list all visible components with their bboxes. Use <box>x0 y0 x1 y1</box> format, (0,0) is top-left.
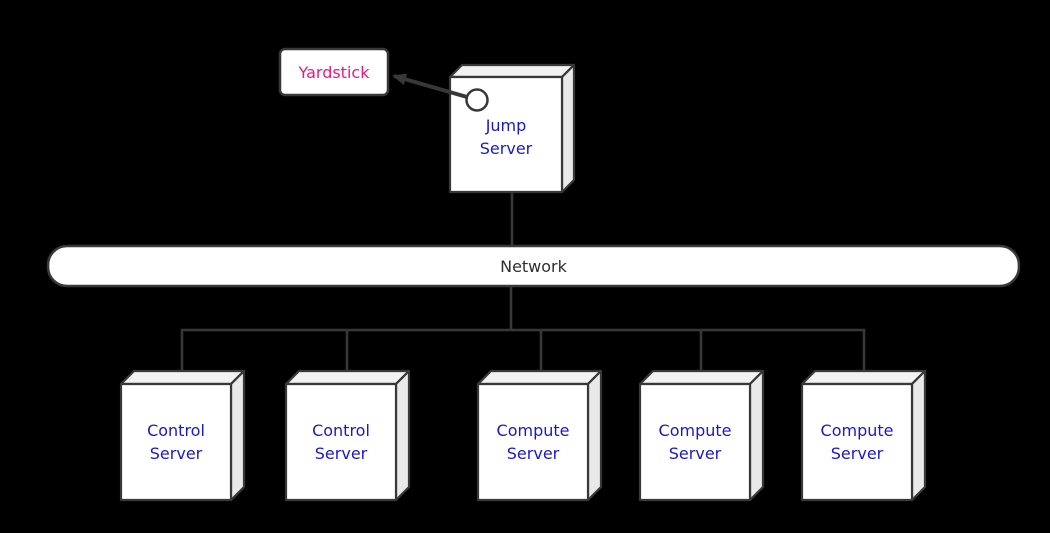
connector-bus-to-servers <box>180 328 866 375</box>
jump-server-cube <box>448 63 576 194</box>
control-server-1-cube <box>119 369 246 502</box>
control-server-2-cube <box>284 369 411 502</box>
network-bus <box>46 244 1021 288</box>
compute-server-1-cube <box>476 369 603 502</box>
yardstick-box <box>278 47 390 97</box>
port-circle <box>465 88 489 112</box>
compute-server-2-cube <box>638 369 765 502</box>
compute-server-3-cube <box>800 369 927 502</box>
yardstick-arrow <box>392 73 468 99</box>
